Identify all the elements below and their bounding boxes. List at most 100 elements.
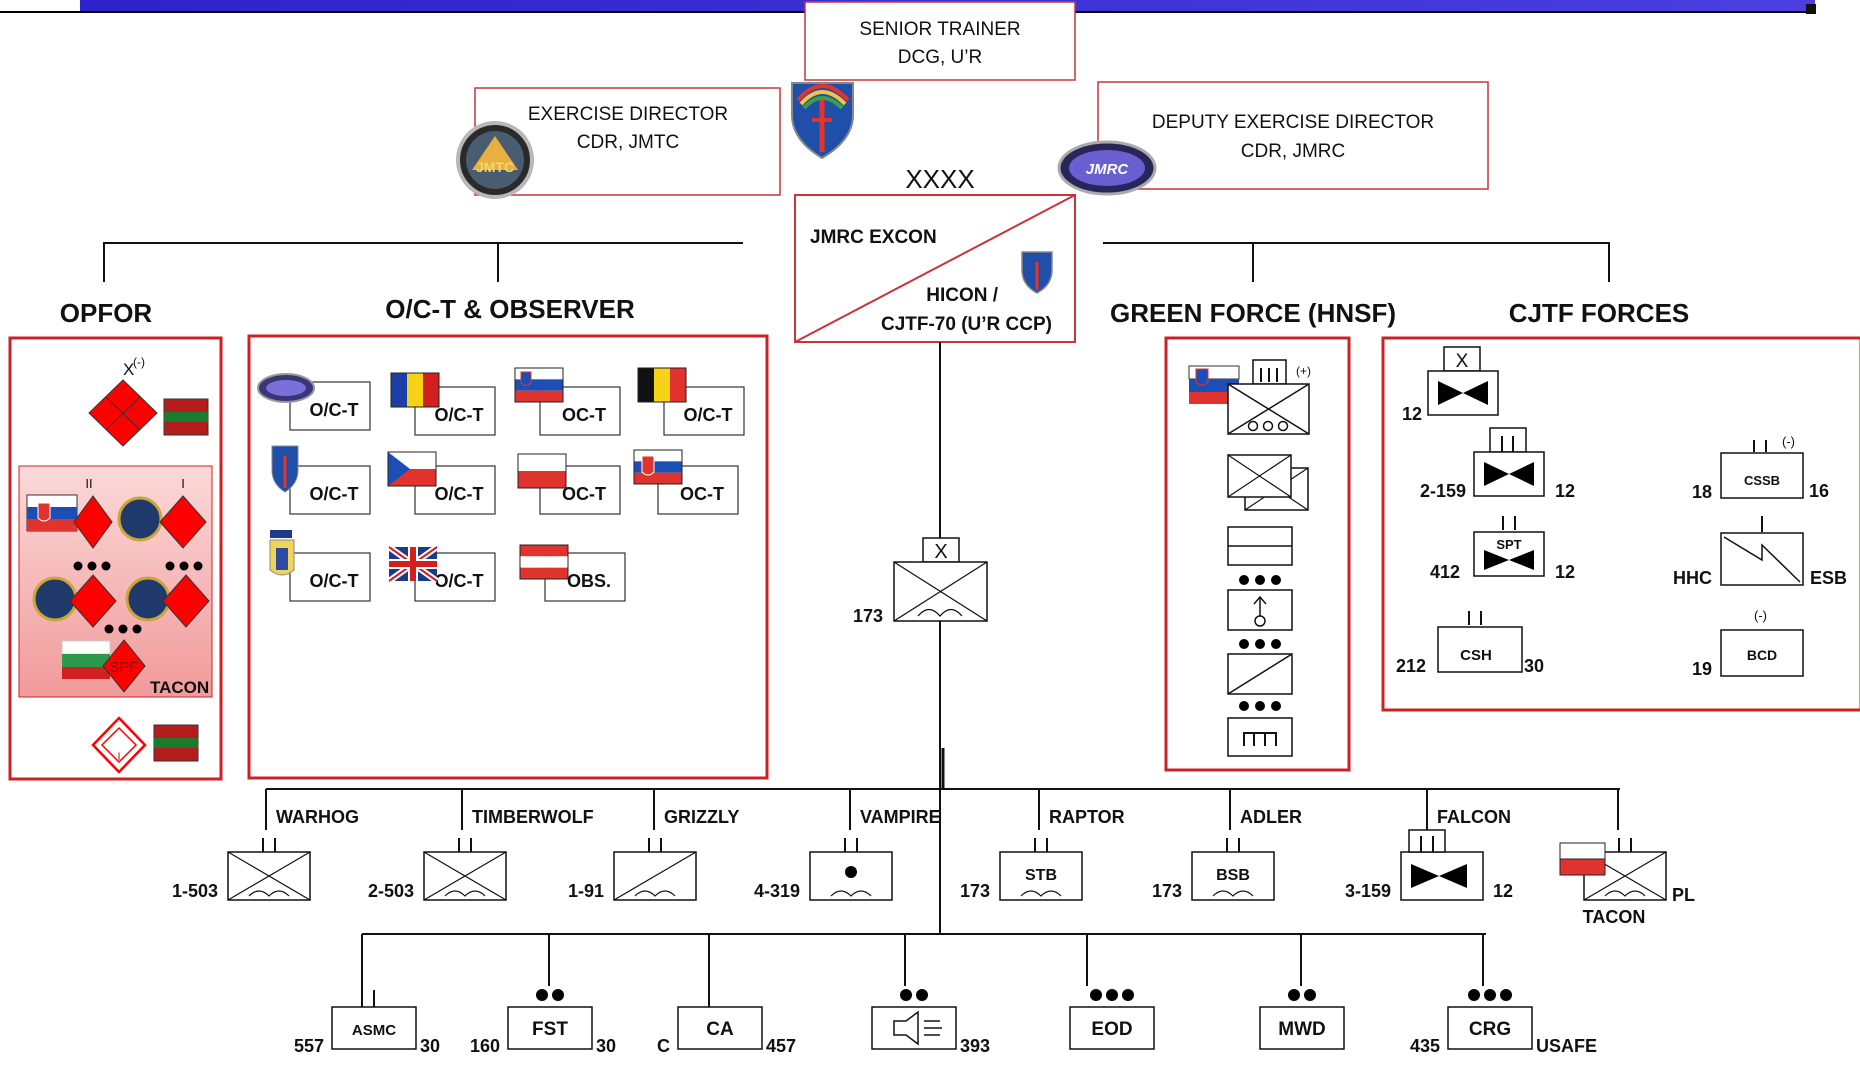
opfor-bottom-echelon: I: [117, 751, 120, 763]
cjtf-hhc: HHC: [1673, 568, 1712, 588]
battalion-name: FALCON: [1437, 807, 1511, 827]
spf-label: SPF: [109, 659, 138, 676]
cjtf-u1r: 12: [1555, 481, 1575, 501]
oct-card: O/C-T: [387, 451, 496, 515]
cjtf-u2r: 12: [1555, 562, 1575, 582]
oct-card-label: O/C-T: [435, 484, 484, 504]
slovakia-flag-icon: [633, 449, 683, 485]
jmtc-logo-icon: JMTC: [456, 121, 534, 199]
deputy-director-box: DEPUTY EXERCISE DIRECTOR CDR, JMRC: [1097, 81, 1489, 190]
opfor-title: OPFOR: [60, 298, 153, 328]
battalion-unit: VAMPIRE 4-319: [754, 789, 941, 901]
enabler-code: FST: [532, 1019, 568, 1040]
battalion-unit-id: 1-503: [172, 881, 218, 901]
opfor-echelon-x: X: [123, 360, 134, 379]
oct-card: OC-T: [514, 367, 621, 436]
battalion-name: GRIZZLY: [664, 807, 739, 827]
battalion-unit-id: 173: [960, 881, 990, 901]
cssb-right: 16: [1809, 481, 1829, 501]
cjtf-spt: SPT: [1496, 537, 1521, 552]
oct-card: O/C-T: [269, 530, 371, 602]
enabler-right: 457: [766, 1036, 796, 1056]
opfor-ech-i: I: [181, 476, 185, 491]
hicon-label: HICON /: [926, 285, 999, 306]
battalion-unit-id: 173: [1152, 881, 1182, 901]
battalion-name: VAMPIRE: [860, 807, 941, 827]
opfor-modifier: (-): [133, 355, 145, 369]
oct-card-label: O/C-T: [684, 405, 733, 425]
poland-flag-icon: [1559, 842, 1606, 876]
cjtf-brigade-num: 12: [1402, 404, 1422, 424]
battalion-right: 12: [1493, 881, 1513, 901]
cjtf-panel: X 12 2-159 12 SPT 412 12 CSH 212 30 (-) …: [1381, 336, 1860, 712]
senior-trainer-sub: DCG, U’R: [898, 47, 982, 68]
slovenia-flag-icon: [1188, 365, 1240, 404]
oct-card-label: OC-T: [680, 484, 724, 504]
oct-card: O/C-T: [390, 372, 496, 436]
brigade-173-symbol: X 173: [853, 537, 988, 626]
enabler-left: C: [657, 1036, 670, 1056]
oct-card-label: OBS.: [567, 571, 611, 591]
battalion-code: STB: [1025, 867, 1057, 884]
battalion-unit: RAPTOR STB 173: [960, 789, 1125, 901]
battalion-unit-id: 1-91: [568, 881, 604, 901]
battalion-row: WARHOG1-503TIMBERWOLF2-503GRIZZLY1-91VAM…: [172, 789, 1695, 927]
oct-card: O/C-T: [387, 544, 496, 602]
jmrc-logo-icon: JMRC: [1057, 140, 1157, 196]
cjtf-title: CJTF FORCES: [1509, 298, 1690, 328]
oct-card: OC-T: [517, 453, 621, 515]
brigade-echelon: X: [934, 541, 947, 563]
battalion-code: BSB: [1216, 867, 1250, 884]
bcd-modifier: (-): [1754, 608, 1767, 623]
oct-card: O/C-T: [637, 367, 745, 436]
cjtf-u1: 2-159: [1420, 481, 1466, 501]
battalion-name: RAPTOR: [1049, 807, 1125, 827]
united-kingdom-flag-icon: [387, 544, 439, 584]
cjtf-csh: CSH: [1460, 647, 1492, 664]
oct-card-label: O/C-T: [310, 400, 359, 420]
oct-card-label: O/C-T: [310, 571, 359, 591]
oct-card: O/C-T: [271, 445, 371, 515]
brigade-designator: 173: [853, 606, 883, 626]
cjtf-u3: 212: [1396, 656, 1426, 676]
battalion-right: PL: [1672, 885, 1695, 905]
oct-card: OC-T: [633, 449, 739, 515]
usareur-patch-flag-icon: [271, 445, 299, 493]
battalion-name: WARHOG: [276, 807, 359, 827]
oct-card-label: OC-T: [562, 484, 606, 504]
cssb-left: 18: [1692, 482, 1712, 502]
battalion-unit-id: 3-159: [1345, 881, 1391, 901]
jmrc-patch-flag-icon: [257, 373, 315, 403]
senior-trainer-box: SENIOR TRAINER DCG, U’R: [804, 1, 1076, 81]
slovakia-flag-icon: [26, 494, 78, 532]
oct-card: OBS.: [519, 544, 626, 602]
enabler-left: 557: [294, 1036, 324, 1056]
enabler-left: 160: [470, 1036, 500, 1056]
oct-card-label: O/C-T: [435, 571, 484, 591]
echelon-xxxx: XXXX: [905, 164, 974, 194]
enabler-unit: 393: [871, 934, 990, 1056]
enabler-unit: EOD: [1069, 934, 1155, 1050]
oct-card-label: OC-T: [562, 405, 606, 425]
belgium-flag-icon: [637, 367, 687, 403]
battalion-name: ADLER: [1240, 807, 1302, 827]
czech-republic-flag-icon: [387, 451, 437, 487]
enabler-code: MWD: [1278, 1019, 1325, 1040]
enabler-code: EOD: [1091, 1019, 1132, 1040]
bulgaria-flag-icon: [61, 640, 111, 679]
oct-title: O/C-T & OBSERVER: [385, 294, 635, 324]
oct-card-label: O/C-T: [310, 484, 359, 504]
battalion-name: TIMBERWOLF: [472, 807, 594, 827]
opfor-ech-ii: II: [85, 476, 92, 491]
bcd-left: 19: [1692, 659, 1712, 679]
enabler-unit: MWD: [1259, 934, 1345, 1050]
cjtf-u2: 412: [1430, 562, 1460, 582]
battalion-unit: FALCON 3-159 12: [1345, 789, 1513, 901]
excon-title: JMRC EXCON: [810, 227, 937, 248]
battalion-unit: ADLER BSB 173: [1152, 789, 1302, 901]
battalion-unit-id: 4-319: [754, 881, 800, 901]
